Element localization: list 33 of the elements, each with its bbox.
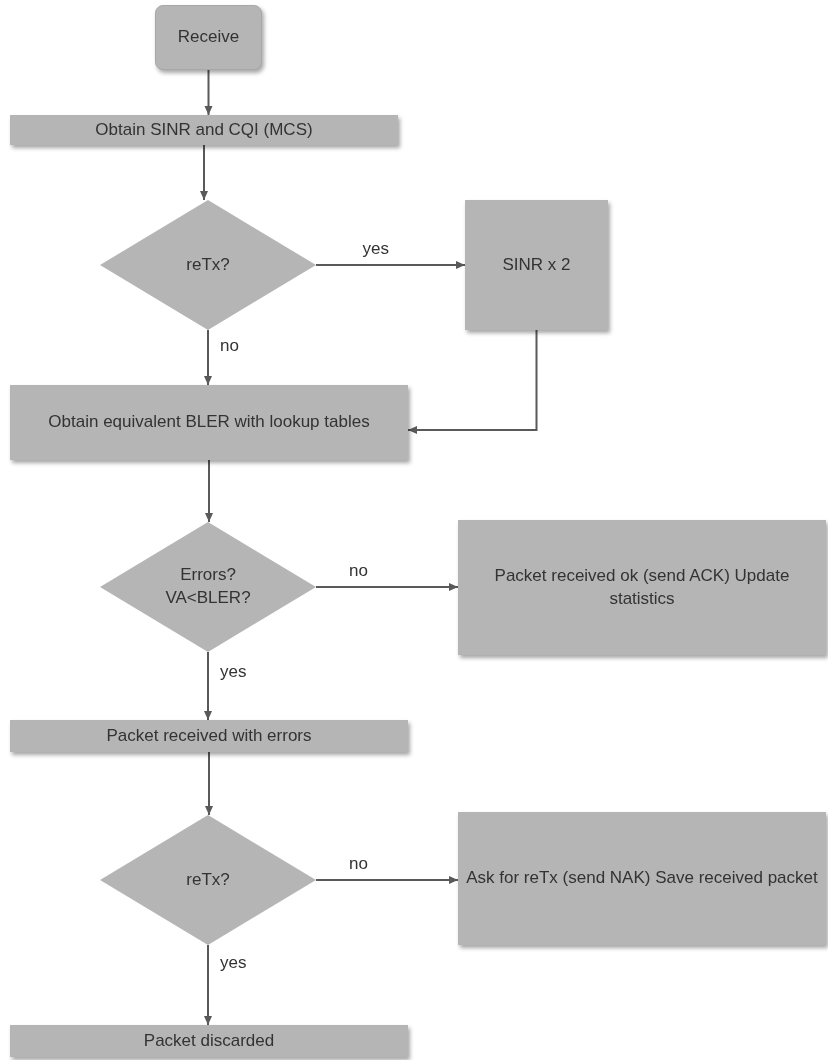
arrow: [315, 583, 459, 591]
process-box: [458, 812, 826, 945]
node-text: Obtain SINR and CQI (MCS): [94, 118, 314, 141]
arrow: [205, 751, 213, 816]
arrow: [204, 329, 212, 386]
arrow: [200, 144, 208, 201]
process-box: [458, 520, 826, 655]
node-text: Packet received ok (send ACK) Update statistics: [493, 564, 791, 610]
decision-diamond: [100, 200, 316, 330]
arrow: [315, 876, 459, 884]
arrow: [205, 459, 213, 523]
node-text: Packet discarded: [142, 1029, 276, 1052]
node-text: Receive: [176, 26, 241, 49]
node-text: SINR x 2: [501, 253, 572, 276]
arrow: [204, 944, 212, 1026]
arrow: [407, 329, 538, 434]
arrow: [315, 261, 466, 269]
node-text: reTx?: [185, 868, 231, 891]
node-text: Ask for reTx (send NAK) Save received packet: [465, 867, 819, 890]
node-text: Packet received with errors: [105, 724, 313, 747]
arrow: [204, 651, 212, 721]
process-box: [10, 1025, 408, 1057]
node-text: Obtain equivalent BLER with lookup tables: [47, 411, 371, 434]
arrow: [204, 69, 213, 116]
process-box: [10, 385, 408, 460]
process-box: [155, 5, 262, 70]
process-box: [10, 720, 408, 752]
node-text: Errors? VA<BLER?: [164, 564, 252, 609]
node-text: reTx?: [185, 253, 231, 276]
process-box: [465, 200, 608, 330]
process-box: [10, 115, 398, 145]
decision-diamond: [100, 815, 316, 945]
decision-diamond: [100, 522, 316, 652]
